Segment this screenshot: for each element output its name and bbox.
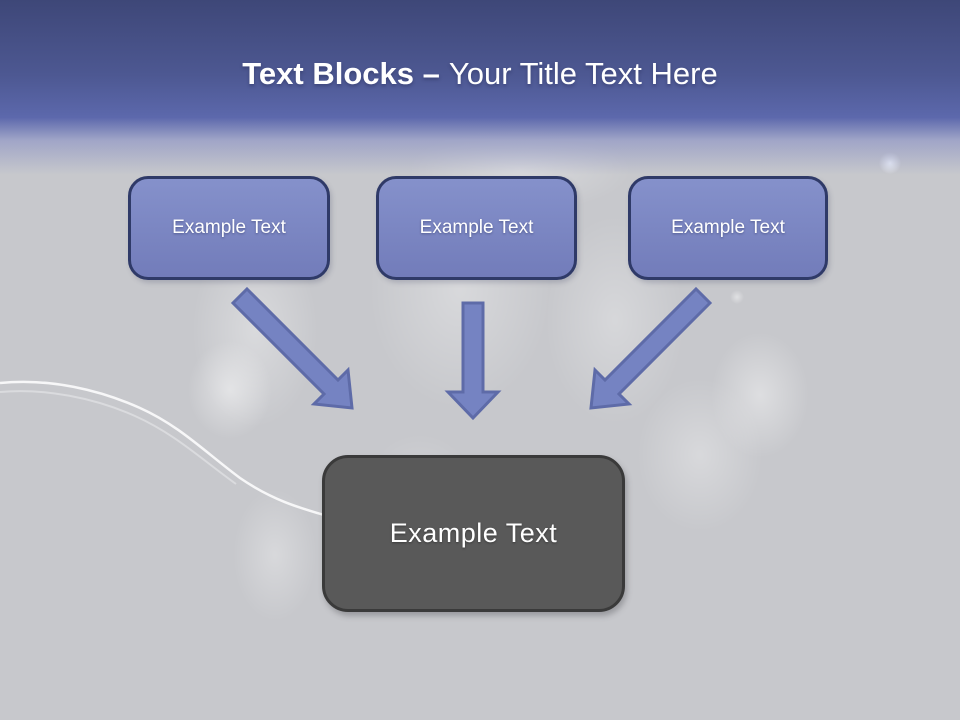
text-block-3: Example Text: [628, 176, 828, 280]
text-block-2-label: Example Text: [419, 217, 534, 238]
title-bold-text: Text Blocks –: [242, 56, 440, 91]
text-block-1-label: Example Text: [172, 217, 286, 238]
result-block-label: Example Text: [389, 518, 558, 548]
arrow-down-icon: [444, 301, 502, 421]
slide-title: Text Blocks – Your Title Text Here: [0, 54, 960, 94]
text-block-1: Example Text: [128, 176, 330, 280]
result-block: Example Text: [322, 455, 625, 612]
text-block-3-label: Example Text: [671, 217, 785, 238]
text-block-2: Example Text: [376, 176, 577, 280]
arrow-down-right-icon: [230, 286, 354, 410]
arrow-down-left-icon: [589, 286, 713, 410]
title-regular-text: Your Title Text Here: [448, 56, 718, 91]
